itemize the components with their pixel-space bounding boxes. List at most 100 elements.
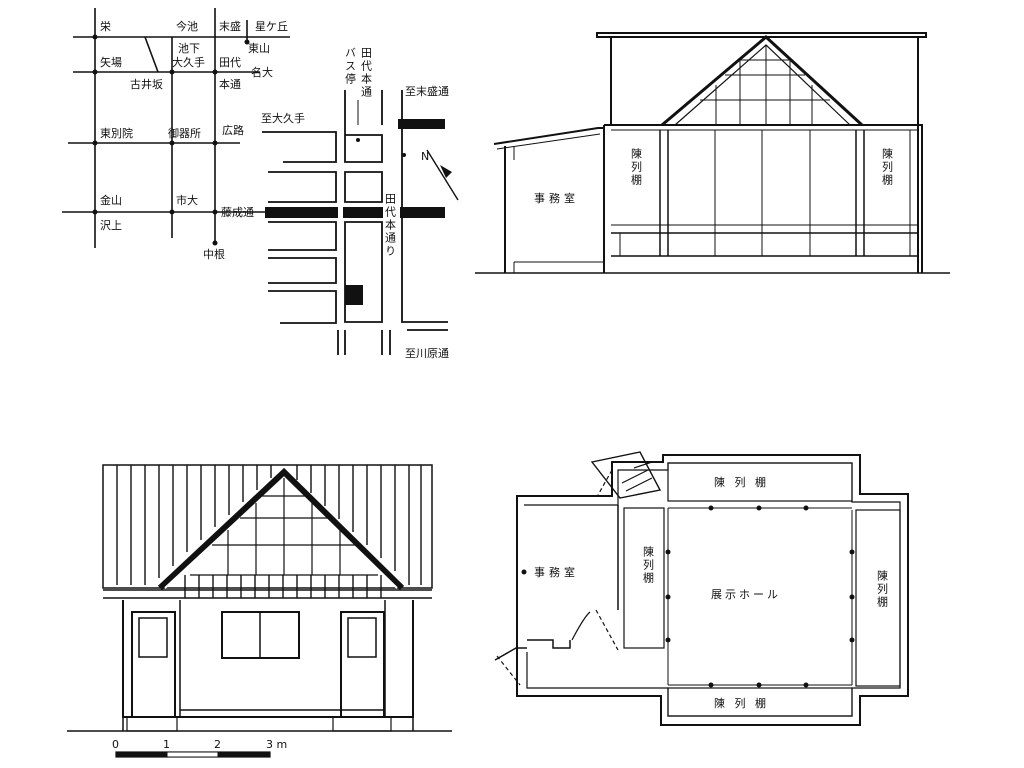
street-block-8 — [344, 221, 383, 323]
column-marker — [803, 505, 809, 511]
section-roof-slab — [596, 32, 927, 38]
column-marker — [803, 682, 809, 688]
lower-entrance — [494, 647, 527, 661]
north-arrow-head — [440, 165, 452, 178]
fujinari-street-band — [400, 207, 445, 218]
plan-office-label: 事務室 — [534, 565, 579, 579]
street-block-1 — [262, 131, 337, 163]
station-dot — [169, 140, 175, 146]
scale-label-2: 2 — [214, 738, 221, 751]
section-case-right-label: 陳列棚 — [881, 148, 894, 187]
fujinari-street-band — [343, 207, 383, 218]
street-block-2 — [268, 171, 337, 203]
office-door-swing — [571, 611, 591, 641]
station-dot — [212, 140, 218, 146]
plan-case-right — [855, 509, 901, 687]
annex-roof — [493, 127, 604, 145]
street-block-7 — [344, 171, 383, 203]
plan-opening-dashed — [595, 609, 619, 651]
plan-case-left-label: 陳列棚 — [642, 546, 655, 585]
left-door-window — [138, 617, 168, 658]
site-map-labels: 田代本通 バス停 至末盛通 至大久手 田代本通り 至川原通 — [261, 47, 449, 360]
plan-opening-dashed — [597, 469, 613, 496]
scale-label-0: 0 — [112, 738, 119, 751]
bus-stop-dot — [356, 138, 360, 142]
scale-bar-fill-1 — [116, 752, 167, 757]
section-gable-frame — [661, 35, 864, 127]
street-block-4 — [268, 257, 337, 284]
suemori-street-band — [398, 119, 445, 129]
scale-bar-fill-2 — [166, 751, 219, 758]
street-block-5 — [268, 290, 337, 324]
station-label: 星ケ丘 — [255, 20, 288, 33]
north-label: N — [421, 150, 429, 163]
site-map — [262, 90, 448, 355]
station-label: 大久手 — [172, 55, 205, 69]
station-label: 田代 — [219, 56, 241, 69]
elevation-roof-stripes — [116, 465, 422, 598]
route-line-8 — [144, 36, 159, 73]
station-label: 矢場 — [100, 55, 122, 69]
scale-bar: 0 1 2 3 m — [112, 738, 287, 758]
plan-hall-label: 展示ホール — [711, 588, 781, 601]
elevation-gable — [157, 467, 405, 591]
station-label: 本通 — [219, 77, 241, 91]
office-door-frame — [527, 639, 571, 649]
site-location-marker — [345, 285, 363, 305]
station-dot — [212, 240, 218, 246]
station-label: 御器所 — [168, 126, 201, 140]
route-map-stations — [92, 34, 250, 246]
column-marker — [849, 549, 855, 555]
column-marker — [708, 505, 714, 511]
station-dot — [244, 39, 250, 45]
right-door-window — [347, 617, 377, 658]
to-kawahara-label: 至川原通 — [405, 347, 449, 360]
tashiro-street-label: 田代本通り — [384, 193, 397, 258]
floor-plan-labels: 陳 列 棚 陳 列 棚 陳列棚 陳列棚 事務室 展示ホール — [534, 475, 889, 710]
station-dot — [169, 209, 175, 215]
elevation-roof-mass — [102, 464, 433, 589]
plan-case-bottom — [667, 687, 853, 717]
station-label: 今池 — [176, 19, 198, 33]
plan-case-left — [623, 507, 665, 649]
street-block-6 — [344, 125, 383, 163]
fujinari-street-band — [265, 207, 338, 218]
station-label: 栄 — [100, 19, 111, 33]
station-dot — [212, 69, 218, 75]
station-label: 金山 — [100, 193, 122, 207]
plan-case-top-label: 陳 列 棚 — [714, 475, 769, 489]
station-label: 池下 — [178, 42, 200, 55]
street-edge-1 — [401, 90, 448, 323]
floor-plan — [494, 451, 909, 726]
station-label: 市大 — [176, 193, 198, 207]
plan-case-top — [667, 462, 853, 502]
route-map-labels: 栄 今池 末盛 星ケ丘 池下 東山 矢場 大久手 田代 名大 古井坂 本通 東別… — [100, 19, 288, 261]
scale-label-1: 1 — [163, 738, 170, 751]
to-okute-label: 至大久手 — [261, 111, 305, 125]
station-label: 沢上 — [100, 218, 122, 232]
street-block-3 — [268, 221, 337, 251]
section-main-outline — [604, 124, 923, 273]
column-marker — [756, 682, 762, 688]
column-marker — [849, 594, 855, 600]
bus-stop-label-tashiro: 田代本通 — [360, 47, 373, 99]
station-dot — [169, 69, 175, 75]
column-marker — [521, 569, 527, 575]
section-drawing — [475, 32, 950, 274]
entrance-hatch — [621, 461, 653, 492]
column-marker — [849, 637, 855, 643]
scale-bar-fill-3 — [218, 752, 270, 757]
column-marker — [665, 637, 671, 643]
scale-label-3: 3 m — [266, 738, 287, 751]
section-gable-inner — [674, 44, 851, 126]
column-marker — [708, 682, 714, 688]
elevation-gable-frame — [157, 467, 405, 591]
station-label: 東山 — [248, 42, 270, 55]
elevation-gable-frame-highlight — [164, 476, 398, 589]
elevation-drawing — [67, 464, 452, 732]
station-label: 末盛 — [219, 19, 241, 33]
station-label: 広路 — [222, 124, 244, 137]
station-dot — [92, 140, 98, 146]
right-step — [332, 716, 392, 732]
